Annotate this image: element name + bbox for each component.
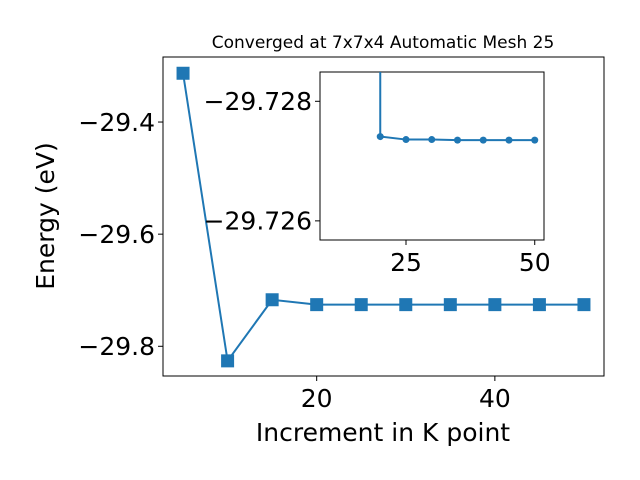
main-series-group bbox=[176, 66, 591, 368]
inset-x-tick-label: 50 bbox=[519, 248, 551, 277]
main-data-point bbox=[488, 298, 502, 312]
main-series-line bbox=[182, 73, 584, 364]
main-data-point bbox=[354, 298, 368, 312]
main-data-point bbox=[443, 298, 457, 312]
main-y-tick-label: −29.8 bbox=[78, 332, 155, 361]
main-data-point bbox=[221, 354, 235, 368]
inset-frame bbox=[319, 71, 545, 241]
main-y-tick-label: −29.6 bbox=[78, 220, 155, 249]
inset-series-group bbox=[376, 72, 539, 144]
main-x-tick-label: 40 bbox=[479, 384, 511, 413]
main-data-point bbox=[532, 298, 546, 312]
inset-plot-area: 25 50 −29.728 −29.726 bbox=[204, 71, 551, 277]
inset-data-point bbox=[453, 136, 461, 144]
main-data-point bbox=[265, 293, 279, 307]
inset-series-line bbox=[379, 72, 535, 142]
inset-data-point bbox=[531, 136, 539, 144]
chart-title: Converged at 7x7x4 Automatic Mesh 25 bbox=[212, 33, 555, 53]
x-axis-label: Increment in K point bbox=[256, 418, 510, 447]
main-data-point bbox=[577, 298, 591, 312]
inset-data-point bbox=[479, 136, 487, 144]
inset-data-point bbox=[428, 136, 436, 144]
inset-data-point bbox=[376, 133, 384, 141]
main-data-point bbox=[310, 298, 324, 312]
inset-y-tick-label: −29.726 bbox=[204, 207, 312, 236]
inset-x-tick-label: 25 bbox=[390, 248, 422, 277]
inset-data-point bbox=[505, 136, 513, 144]
main-data-point bbox=[176, 66, 190, 80]
y-axis-label: Energy (eV) bbox=[31, 142, 60, 289]
main-x-tick-label: 20 bbox=[301, 384, 333, 413]
main-y-tick-label: −29.4 bbox=[78, 108, 155, 137]
main-data-point bbox=[399, 298, 413, 312]
inset-y-tick-label: −29.728 bbox=[204, 87, 312, 116]
inset-data-point bbox=[402, 136, 410, 144]
